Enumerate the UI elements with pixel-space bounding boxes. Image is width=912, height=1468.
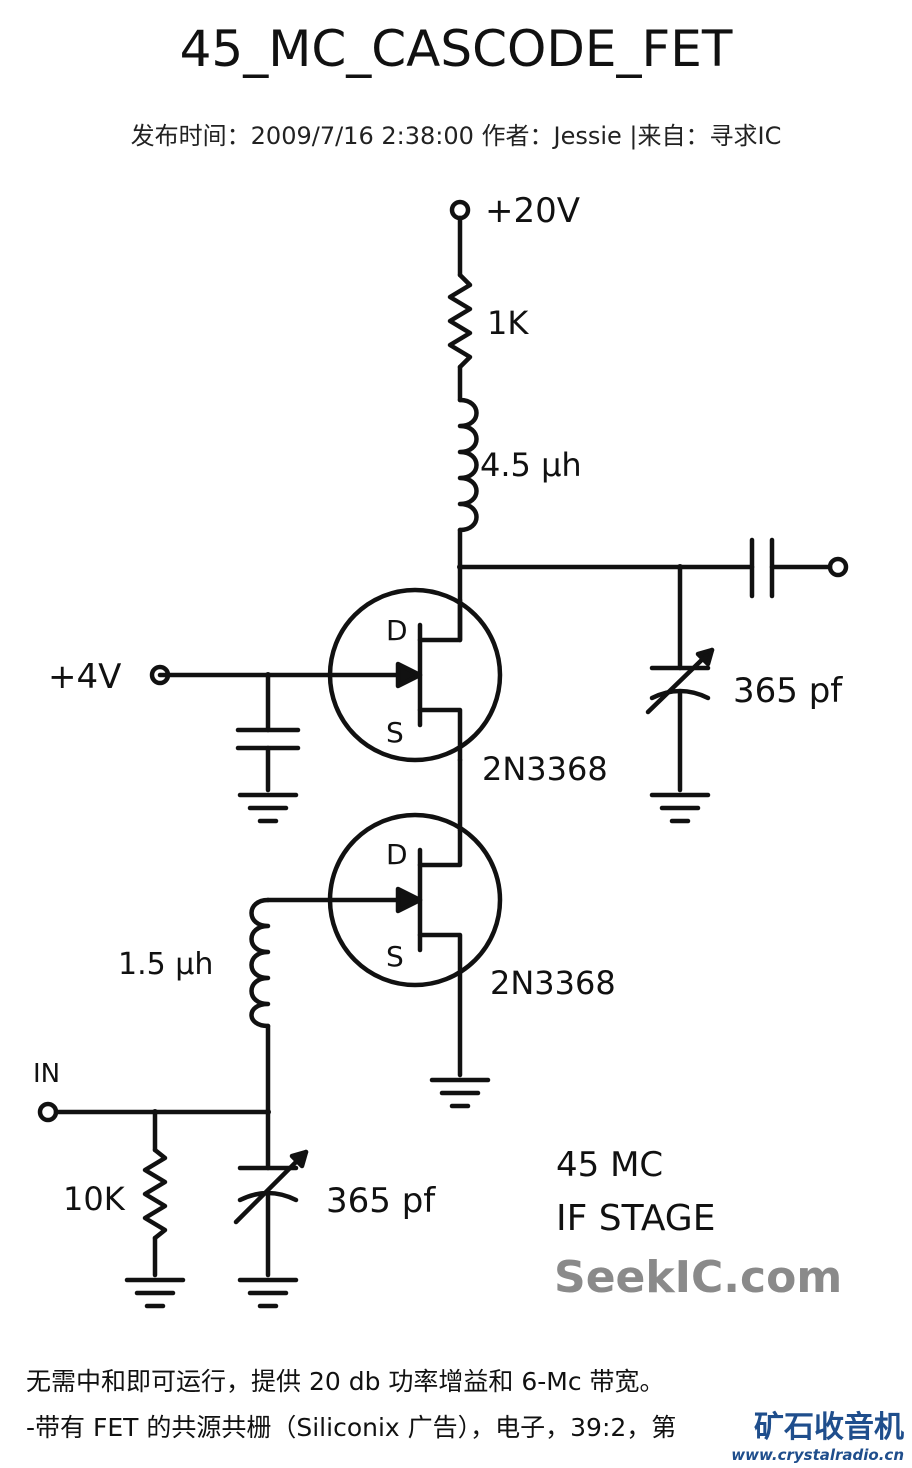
- site-watermark-name: 矿石收音机: [754, 1410, 904, 1445]
- publish-meta: 发布时间：2009/7/16 2:38:00 作者：Jessie |来自：寻求I…: [130, 122, 782, 150]
- cascode-schematic: +20V 1K 4.5 μh 365 pf +4V D S 2N3368 D S…: [33, 191, 849, 1309]
- q1-drain-letter: D: [386, 614, 408, 647]
- bottom-trimmer-label: 365 pf: [326, 1181, 436, 1221]
- l1-inductor: [457, 397, 479, 533]
- bias-terminal: [149, 664, 171, 686]
- page-title: 45_MC_CASCODE_FET: [179, 20, 733, 78]
- q1-model-label: 2N3368: [482, 750, 608, 788]
- vdd-label: +20V: [485, 191, 580, 231]
- q2-source-letter: S: [386, 940, 404, 973]
- l2-inductor: [249, 897, 271, 1029]
- vdd-terminal: [449, 199, 471, 221]
- description-line1: 无需中和即可运行，提供 20 db 功率增益和 6-Mc 带宽。: [26, 1367, 665, 1396]
- l2-label: 1.5 μh: [118, 947, 213, 982]
- q1-source-letter: S: [386, 716, 404, 749]
- in-label: IN: [33, 1059, 60, 1089]
- seekic-watermark: SeekIC.com: [554, 1252, 842, 1303]
- r1-resistor: [447, 272, 473, 370]
- site-watermark: 矿石收音机 www.crystalradio.cn: [725, 1402, 904, 1464]
- q2-drain-letter: D: [386, 838, 408, 871]
- r2-resistor: [142, 1147, 168, 1241]
- bias-label: +4V: [48, 657, 121, 697]
- caption-line1: 45 MC: [556, 1145, 663, 1185]
- description-line2: -带有 FET 的共源共栅（Siliconix 广告），电子，39:2，第: [26, 1413, 677, 1442]
- input-terminal: [37, 1101, 59, 1123]
- r1-label: 1K: [487, 304, 529, 342]
- caption-line2: IF STAGE: [556, 1198, 715, 1239]
- r2-label: 10K: [63, 1180, 126, 1218]
- site-watermark-url: www.crystalradio.cn: [731, 1446, 904, 1464]
- l1-label: 4.5 μh: [480, 446, 582, 484]
- q2-model-label: 2N3368: [490, 964, 616, 1002]
- output-terminal: [827, 556, 849, 578]
- top-trimmer-label: 365 pf: [733, 671, 843, 711]
